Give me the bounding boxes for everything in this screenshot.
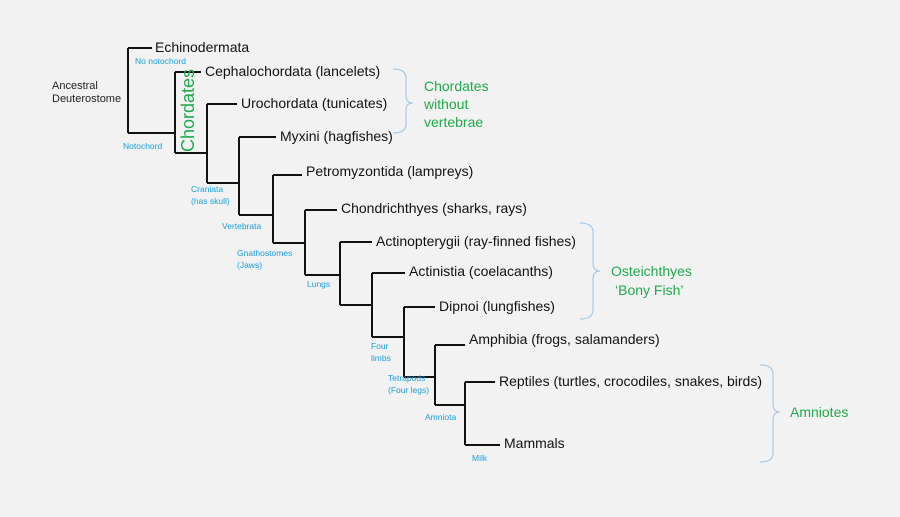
- group-osteichthyes-line1: Osteichthyes: [611, 263, 692, 279]
- trait-milk: Milk: [472, 453, 488, 463]
- trait-vertebrata: Vertebrata: [222, 221, 261, 231]
- group-cwv-line3: vertebrae: [424, 114, 483, 130]
- group-braces: [392, 68, 781, 463]
- trait-labels: No notochord Notochord Craniata (has sku…: [123, 56, 488, 463]
- taxon-actinistia: Actinistia (coelacanths): [409, 263, 553, 279]
- root-label: Ancestral Deuterostome: [52, 80, 121, 105]
- trait-tetrapods: Tetrapods (Four legs): [388, 373, 429, 395]
- taxon-dipnoi: Dipnoi (lungfishes): [439, 298, 555, 314]
- trait-gnathostomes-line2: (Jaws): [237, 260, 262, 270]
- taxon-labels: Echinodermata Cephalochordata (lancelets…: [155, 39, 762, 451]
- taxon-mammals: Mammals: [504, 435, 565, 451]
- trait-craniata: Craniata (has skull): [191, 184, 230, 206]
- taxon-myxini: Myxini (hagfishes): [280, 128, 393, 144]
- trait-lungs: Lungs: [307, 279, 330, 289]
- trait-no-notochord: No notochord: [135, 56, 186, 66]
- group-osteichthyes-line2: ‘Bony Fish’: [615, 282, 683, 298]
- trait-gnathostomes: Gnathostomes (Jaws): [237, 248, 295, 270]
- brace-osteichthyes: [579, 222, 601, 320]
- trait-four-limbs: Four limbs: [371, 341, 391, 363]
- trait-four-limbs-line2: limbs: [371, 353, 391, 363]
- taxon-petromyzontida: Petromyzontida (lampreys): [306, 163, 473, 179]
- group-labels: Chordates without vertebrae Osteichthyes…: [423, 78, 848, 420]
- taxon-chondrichthyes: Chondrichthyes (sharks, rays): [341, 200, 527, 216]
- brace-chordates-without-vertebrae: [392, 68, 414, 134]
- taxon-cephalochordata: Cephalochordata (lancelets): [205, 63, 380, 79]
- group-amniotes: Amniotes: [790, 404, 848, 420]
- group-chordates-vertical: Chordates: [178, 69, 198, 152]
- group-cwv-line2: without: [423, 96, 468, 112]
- trait-craniata-line1: Craniata: [191, 184, 223, 194]
- tree-branches: [127, 47, 500, 446]
- trait-tetrapods-line2: (Four legs): [388, 385, 429, 395]
- brace-amniotes: [759, 364, 781, 463]
- trait-notochord: Notochord: [123, 141, 162, 151]
- root-label-line1: Ancestral: [52, 80, 98, 92]
- taxon-urochordata: Urochordata (tunicates): [241, 95, 387, 111]
- trait-four-limbs-line1: Four: [371, 341, 389, 351]
- taxon-reptiles: Reptiles (turtles, crocodiles, snakes, b…: [499, 373, 762, 389]
- group-cwv-line1: Chordates: [424, 78, 489, 94]
- taxon-amphibia: Amphibia (frogs, salamanders): [469, 331, 660, 347]
- taxon-actinopterygii: Actinopterygii (ray-finned fishes): [376, 233, 576, 249]
- trait-tetrapods-line1: Tetrapods: [388, 373, 425, 383]
- taxon-echinodermata: Echinodermata: [155, 39, 249, 55]
- group-chordates-without-vertebrae: Chordates without vertebrae: [423, 78, 492, 130]
- group-osteichthyes: Osteichthyes ‘Bony Fish’: [611, 263, 696, 298]
- trait-gnathostomes-line1: Gnathostomes: [237, 248, 292, 258]
- root-label-line2: Deuterostome: [52, 93, 121, 105]
- trait-amniota: Amniota: [425, 412, 456, 422]
- trait-craniata-line2: (has skull): [191, 196, 230, 206]
